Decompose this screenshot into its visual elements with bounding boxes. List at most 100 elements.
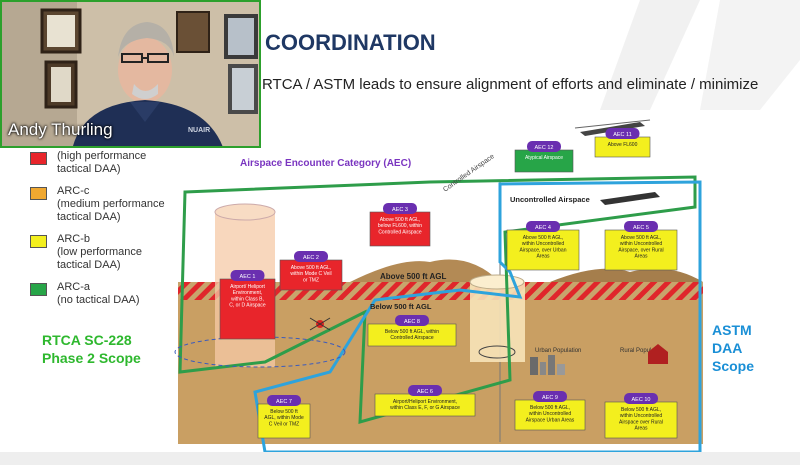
aec-tag-pill [294,251,328,262]
aec-desc-line: Environment, [233,290,262,296]
aec-tag-pill [624,393,658,404]
aec-tag-pill [527,141,561,152]
legend-item-arc-c: ARC-c (medium performance tactical DAA) [30,185,217,224]
aec-desc-line: Atypical Airspace [525,155,563,161]
mountain-right [550,268,703,282]
legend-item-arc-d: (high performance tactical DAA) [30,150,217,176]
legend-label: ARC-a (no tactical DAA) [57,281,140,306]
aec-desc-line: within Class E, F, or G Airspace [390,405,460,411]
aec-desc-line: Airport/Heliport Environment, [393,399,457,405]
rtca-scope-label: RTCA SC-228 Phase 2 Scope [42,332,141,366]
aec-box-body [279,259,343,291]
participant-video[interactable]: NUAIR Andy Thurling [0,0,261,148]
aec-box: AEC 3 Above 500 ft AGL,below FL600, withi… [369,203,431,247]
aec-desc-line: Above FL600 [608,142,638,148]
legend-label: ARC-b (low performance tactical DAA) [57,233,142,271]
aec-desc-line: Areas [634,426,648,432]
aec-box-body [219,278,276,340]
aec-tag-pill [605,128,640,139]
legend-swatch-red [30,152,47,165]
aec-desc-line: Airspace Urban Areas [526,417,575,423]
aec-box-body [604,229,678,271]
aec-desc-line: Below 500 ft [270,409,298,415]
legend-item-arc-a: ARC-a (no tactical DAA) [30,281,217,307]
aec-box-body [257,403,311,439]
barn-icon [648,344,668,364]
aec-tag: AEC 10 [632,397,651,403]
aec-desc-line: within Uncontrolled [522,241,564,247]
astm-scope-label: ASTM DAA Scope [712,322,755,374]
city-buildings-icon [530,355,565,375]
aec-desc-line: Airspace, over Urban [520,247,567,253]
slide-subtitle: RTCA / ASTM leads to ensure alignment of… [262,76,759,93]
aec-desc-line: Controlled Airspace [378,229,422,235]
aec-desc-line: within Class B, [231,296,264,302]
aec-desc-line: or TMZ [303,277,319,283]
aec-box-body [514,149,574,173]
aec-desc-line: Above 500 ft AGL, [291,265,332,271]
logo-watermark [600,0,800,110]
aec-desc-line: Below 500 ft AGL, within [385,329,439,335]
aec-desc-line: Below 500 ft AGL, [530,405,570,411]
heliport-cylinder-base [478,345,516,359]
aec-tag: AEC 9 [542,395,558,401]
aec-tag: AEC 3 [392,207,408,213]
aec-tag-pill [624,221,658,232]
legend-label: ARC-c (medium performance tactical DAA) [57,185,165,223]
aec-box: AEC 6 Airport/Heliport Environment,within… [374,385,476,417]
aec-desc-line: Areas [634,254,648,260]
aec-tag-pill [267,395,301,406]
uav-icon [600,192,660,205]
aec-diagram: Airspace Encounter Category (AEC) Contro… [174,119,703,454]
aec-tag: AEC 1 [240,274,256,280]
aec-tag: AEC 7 [276,399,292,405]
aec-desc-line: Controlled Airspace [390,335,434,341]
rtca-scope-outline [178,175,697,425]
aec-desc-line: Above 500 ft AGL, [380,217,421,223]
aec-desc-line: Airspace over Rural [619,419,663,425]
urban-population-label: Urban Population [535,348,581,354]
aec-box-body [604,401,678,439]
aec-desc-line: Areas [536,254,550,260]
aec-box-body [369,211,431,247]
aec-header: Airspace Encounter Category (AEC) [240,158,411,169]
slide-title: COORDINATION [265,30,436,55]
aec-tag: AEC 5 [633,225,649,231]
aec-tag: AEC 4 [535,225,551,231]
airport-cylinder-top [214,203,276,221]
aec-desc-line: within Uncontrolled [529,411,571,417]
heliport-cylinder-top [469,274,525,290]
aec-desc-line: below FL600, within [378,223,422,229]
aec-box-body [514,399,586,431]
legend-swatch-yellow [30,235,47,248]
aec-tag-pill [395,315,429,326]
aec-desc-line: C, or D Airspace [229,303,266,309]
rural-population-label: Rural Population [620,348,664,354]
below-agl-label: Below 500 ft AGL [370,302,432,311]
legend-swatch-green [30,283,47,296]
aec-desc-line: within Mode C Veil [290,271,331,277]
drone-icon [309,317,331,331]
aec-tag-pill [383,203,417,214]
nuair-logo: NUAIR [188,127,211,134]
aec-tag: AEC 6 [417,389,433,395]
bottom-toolbar [0,452,800,465]
aec-desc-line: C Veil or TMZ [269,421,299,427]
mountain-center [350,259,500,282]
above-agl-label: Above 500 ft AGL [380,272,446,281]
arc-legend: (high performance tactical DAA) ARC-c (m… [30,150,217,316]
aec-desc-line: Above 500 ft AGL, [621,235,662,241]
aec-desc-line: Below 500 ft AGL, [621,407,661,413]
aec-desc-line: Airspace, over Rural [618,247,663,253]
legend-swatch-orange [30,187,47,200]
legend-label: (high performance tactical DAA) [57,150,147,175]
